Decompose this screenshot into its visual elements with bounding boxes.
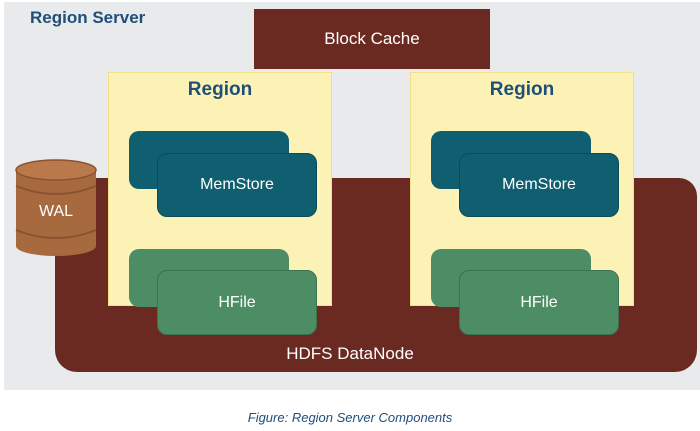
region-box-2: Region MemStore HFile (410, 72, 634, 335)
hfile-label-2: HFile (520, 293, 558, 311)
hfile-label-1: HFile (218, 293, 256, 311)
region-title-1: Region (187, 79, 253, 100)
hfile-box-1: HFile (157, 270, 317, 335)
block-cache-label: Block Cache (324, 29, 420, 48)
figure-caption: Figure: Region Server Components (247, 410, 453, 425)
wal-label: WAL (39, 203, 73, 220)
region-server-label: Region Server (30, 8, 146, 27)
memstore-box-1: MemStore (157, 153, 317, 217)
memstore-box-2: MemStore (459, 153, 619, 217)
hdfs-datanode-label: HDFS DataNode (286, 344, 414, 363)
wal-cylinder-icon: WAL (15, 159, 97, 256)
region-box-1: Region MemStore HFile (108, 72, 332, 335)
hfile-box-2: HFile (459, 270, 619, 335)
block-cache-box: Block Cache (254, 9, 490, 69)
memstore-label-1: MemStore (200, 176, 274, 193)
memstore-label-2: MemStore (502, 176, 576, 193)
region-title-2: Region (489, 79, 555, 100)
